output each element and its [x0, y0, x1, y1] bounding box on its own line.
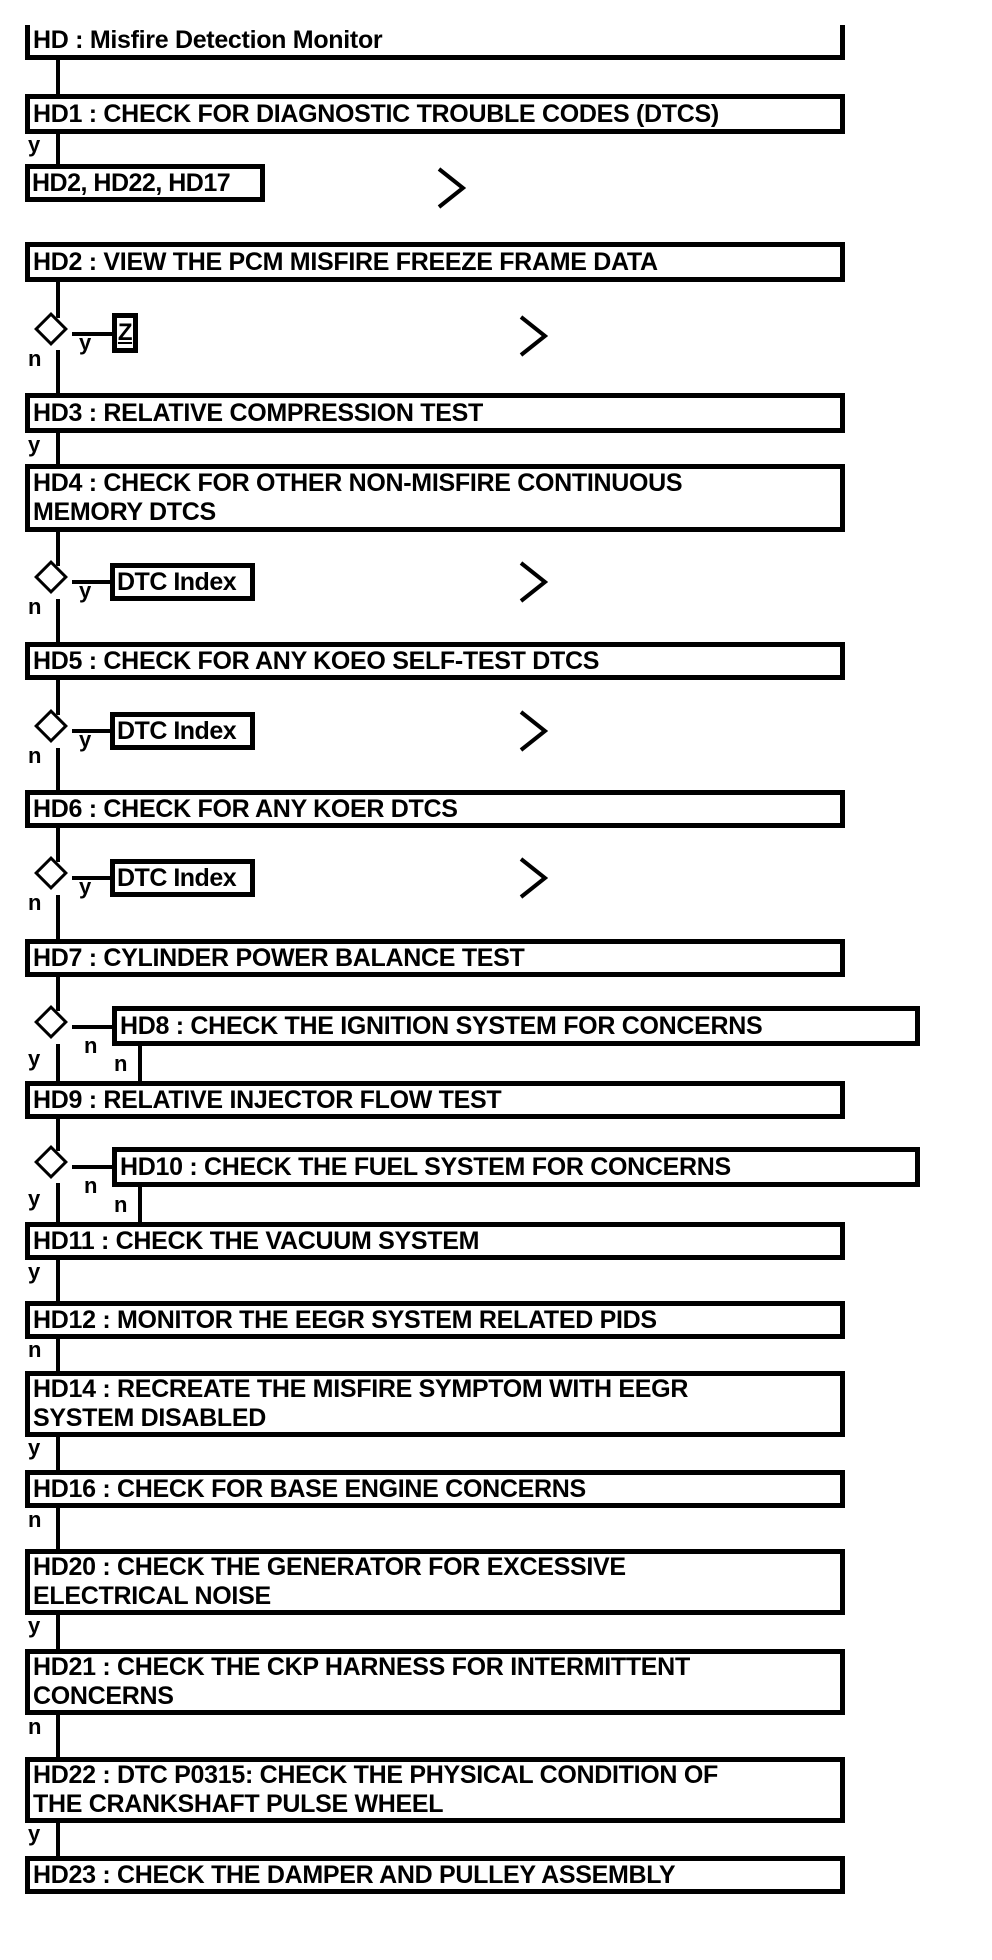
node-hd4: HD4 : CHECK FOR OTHER NON-MISFIRE CONTIN…: [25, 464, 845, 532]
yes-label: y: [28, 1046, 41, 1071]
decision-diamond-hd5: [34, 709, 68, 743]
link-z[interactable]: Z: [112, 313, 138, 353]
node-hd23: HD23 : CHECK THE DAMPER AND PULLEY ASSEM…: [25, 1856, 845, 1894]
yes-label: y: [79, 727, 92, 752]
connector-line: [56, 134, 60, 165]
connector-line: [56, 599, 60, 643]
connector-line: [56, 1183, 60, 1223]
connector-line: [56, 58, 60, 94]
node-hd3: HD3 : RELATIVE COMPRESSION TEST: [25, 393, 845, 433]
branch-line: [72, 1165, 112, 1169]
connector-line: [56, 1260, 60, 1302]
decision-diamond-hd6: [34, 856, 68, 890]
yes-label: y: [28, 1821, 41, 1846]
connector-line: [56, 1615, 60, 1650]
continue-chevron-icon: [436, 166, 467, 210]
connector-line: [56, 1823, 60, 1857]
branch-line: [72, 876, 110, 880]
yes-label: y: [28, 1259, 41, 1284]
connector-line: [56, 433, 60, 465]
node-hd16: HD16 : CHECK FOR BASE ENGINE CONCERNS: [25, 1470, 845, 1508]
no-label: n: [84, 1033, 98, 1058]
no-label: n: [84, 1173, 98, 1198]
node-hd10: HD10 : CHECK THE FUEL SYSTEM FOR CONCERN…: [112, 1147, 920, 1187]
decision-diamond-hd9: [34, 1145, 68, 1179]
decision-diamond-hd4: [34, 560, 68, 594]
continue-chevron-icon: [518, 856, 549, 900]
connector-line: [56, 1508, 60, 1550]
node-hd22: HD22 : DTC P0315: CHECK THE PHYSICAL CON…: [25, 1757, 845, 1823]
connector-line: [56, 350, 60, 394]
node-hd7: HD7 : CYLINDER POWER BALANCE TEST: [25, 939, 845, 977]
branch-line: [72, 580, 110, 584]
connector-line: [56, 1715, 60, 1758]
connector-line: [56, 1119, 60, 1151]
link-dtc-index-3[interactable]: DTC Index: [110, 859, 255, 897]
link-hd2-hd22-hd17[interactable]: HD2, HD22, HD17: [25, 164, 265, 202]
no-label: n: [28, 1507, 42, 1532]
no-label: n: [28, 346, 42, 371]
node-hd1: HD1 : CHECK FOR DIAGNOSTIC TROUBLE CODES…: [25, 94, 845, 134]
connector-line: [56, 532, 60, 566]
continue-chevron-icon: [518, 314, 549, 358]
no-label: n: [114, 1051, 128, 1076]
yes-label: y: [28, 432, 41, 457]
link-dtc-index-2[interactable]: DTC Index: [110, 712, 255, 750]
connector-line: [56, 1339, 60, 1372]
connector-line: [56, 1437, 60, 1471]
yes-label: y: [79, 874, 92, 899]
connector-line: [56, 1044, 60, 1082]
decision-diamond-hd7: [34, 1005, 68, 1039]
node-hd12: HD12 : MONITOR THE EEGR SYSTEM RELATED P…: [25, 1301, 845, 1339]
hd10-exit-line: [138, 1187, 142, 1223]
connector-line: [56, 977, 60, 1011]
chart-title: HD : Misfire Detection Monitor: [25, 25, 845, 60]
node-hd5: HD5 : CHECK FOR ANY KOEO SELF-TEST DTCS: [25, 642, 845, 680]
decision-diamond-hd2: [34, 312, 68, 346]
no-label: n: [114, 1192, 128, 1217]
yes-label: y: [28, 1435, 41, 1460]
link-dtc-index-1[interactable]: DTC Index: [110, 563, 255, 601]
yes-label: y: [28, 1186, 41, 1211]
no-label: n: [28, 594, 42, 619]
yes-label: y: [79, 578, 92, 603]
yes-label: y: [28, 132, 41, 157]
continue-chevron-icon: [518, 560, 549, 604]
branch-line: [72, 729, 110, 733]
branch-line: [72, 332, 112, 336]
branch-line: [72, 1025, 112, 1029]
continue-chevron-icon: [518, 709, 549, 753]
node-hd21: HD21 : CHECK THE CKP HARNESS FOR INTERMI…: [25, 1649, 845, 1715]
connector-line: [56, 282, 60, 318]
connector-line: [56, 828, 60, 862]
connector-line: [56, 748, 60, 791]
node-hd20: HD20 : CHECK THE GENERATOR FOR EXCESSIVE…: [25, 1549, 845, 1615]
node-hd2: HD2 : VIEW THE PCM MISFIRE FREEZE FRAME …: [25, 242, 845, 282]
connector-line: [56, 680, 60, 715]
hd8-exit-line: [138, 1046, 142, 1082]
no-label: n: [28, 890, 42, 915]
node-hd11: HD11 : CHECK THE VACUUM SYSTEM: [25, 1222, 845, 1260]
node-hd8: HD8 : CHECK THE IGNITION SYSTEM FOR CONC…: [112, 1006, 920, 1046]
node-hd14: HD14 : RECREATE THE MISFIRE SYMPTOM WITH…: [25, 1371, 845, 1437]
no-label: n: [28, 1337, 42, 1362]
yes-label: y: [79, 330, 92, 355]
yes-label: y: [28, 1613, 41, 1638]
node-hd9: HD9 : RELATIVE INJECTOR FLOW TEST: [25, 1081, 845, 1119]
node-hd6: HD6 : CHECK FOR ANY KOER DTCS: [25, 790, 845, 828]
connector-line: [56, 895, 60, 940]
no-label: n: [28, 1714, 42, 1739]
no-label: n: [28, 743, 42, 768]
